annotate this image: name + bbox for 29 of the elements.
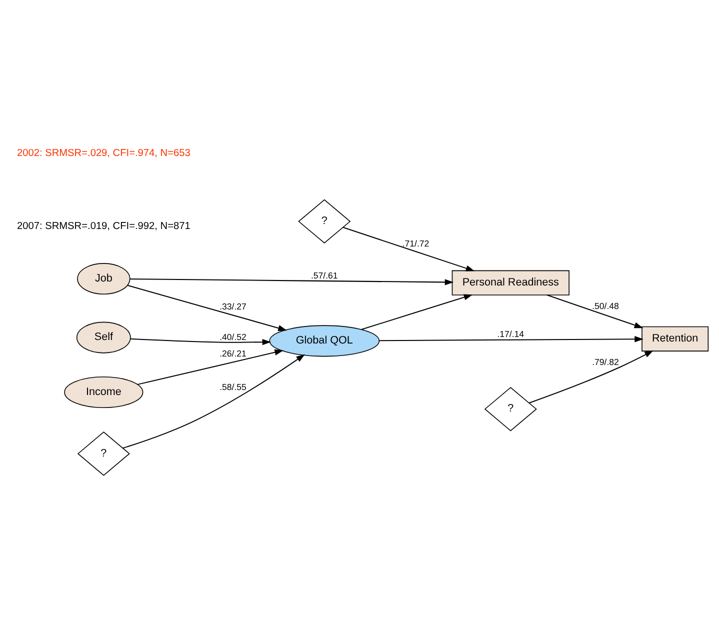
arrow [528,350,654,404]
node-diamond: ? [484,386,537,432]
edge-label: .79/.82 [592,356,619,367]
edge-label: .71/.72 [402,238,430,249]
edge-label: .58/.55 [220,382,246,392]
node-ellipse: Self [76,322,131,354]
arrow [127,284,287,332]
arrow [138,349,284,385]
edge-label: .33/.27 [220,301,246,312]
node-diamond: ? [298,199,351,244]
node-ellipse: Job [77,263,130,295]
arrow [122,354,305,449]
edge-label: .57/.61 [310,270,338,280]
arrow [342,226,475,272]
label: 2007: SRMSR=.019, CFI=.992, N=871 [17,221,190,232]
edge-label: .26/.21 [220,348,246,359]
node-ellipse: Income [64,376,144,408]
arrow [379,336,644,342]
arrow [546,294,644,328]
arrow [361,294,473,330]
node-box: Personal Readiness [452,270,570,296]
node-diamond: ? [77,432,130,476]
edge-label: .40/.52 [220,332,246,342]
edge-label: .50/.48 [592,300,619,311]
arrow [130,278,454,286]
edge-label: .17/.14 [497,329,524,340]
arrow [130,338,272,346]
node-box: Retention [642,326,709,352]
label: 2002: SRMSR=.029, CFI=.974, N=653 [17,148,190,160]
